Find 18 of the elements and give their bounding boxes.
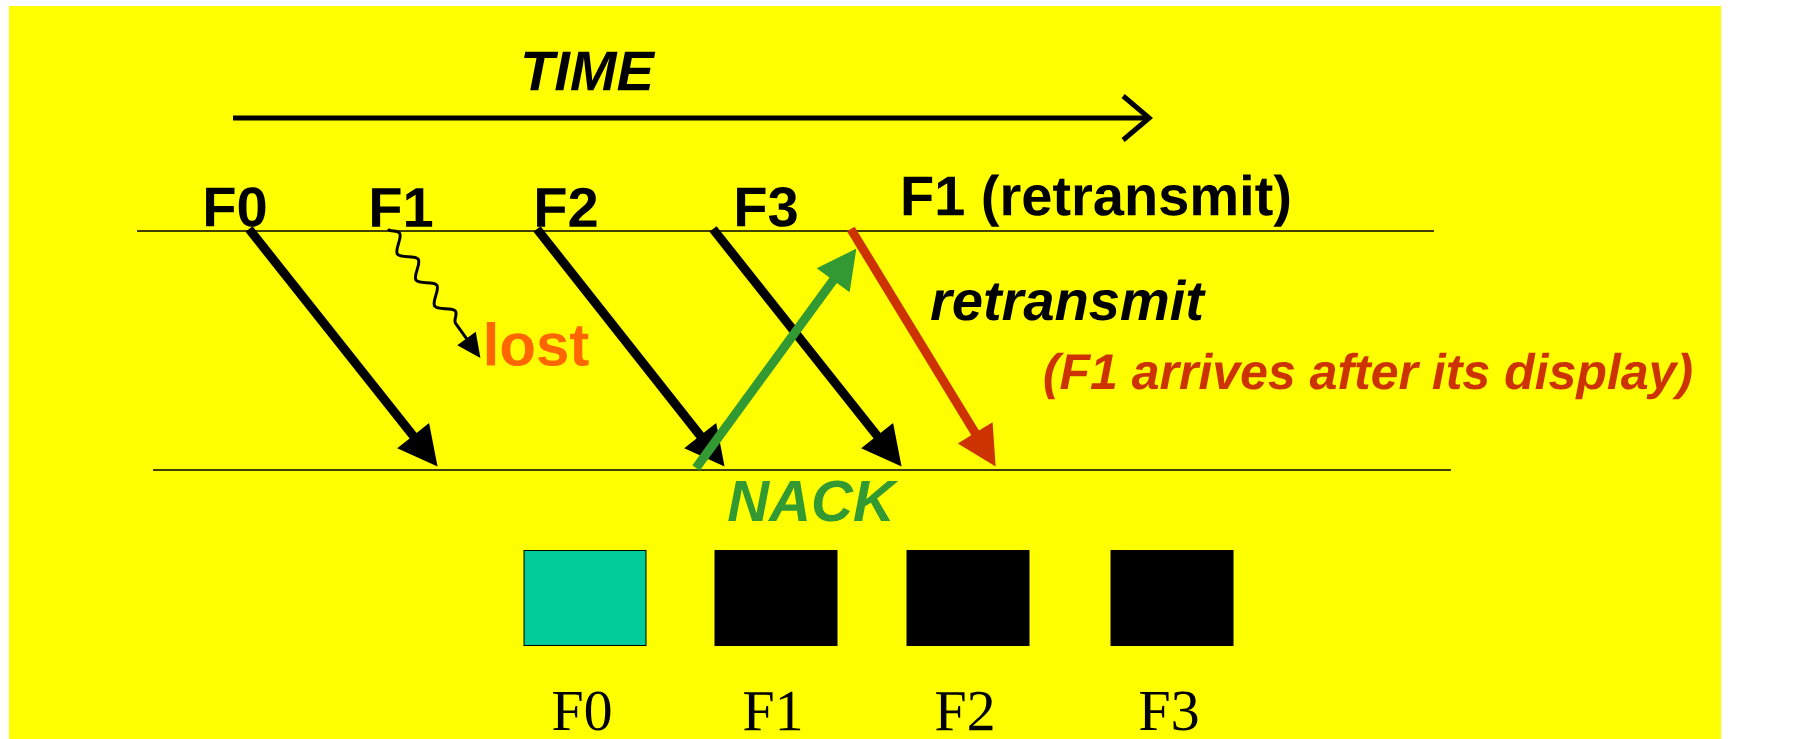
edge-label: NACK xyxy=(725,478,899,524)
frame-box xyxy=(523,550,647,646)
frame-label: F3 xyxy=(737,187,797,227)
status-label: lost xyxy=(486,322,589,367)
frame-label: F0 xyxy=(206,187,266,227)
frame-box xyxy=(1110,550,1234,646)
axis-title: TIME xyxy=(524,51,656,91)
frame-label: F1 xyxy=(372,188,433,227)
box-caption: F0 xyxy=(553,691,611,731)
box-caption: F1 xyxy=(744,691,801,731)
annotation-text: (F1 arrives after its display) xyxy=(1044,352,1692,400)
box-caption: F2 xyxy=(936,691,993,731)
frame-box xyxy=(906,550,1030,646)
box-caption: F3 xyxy=(1140,691,1198,731)
annotation-text: retransmit xyxy=(931,279,1206,321)
frame-label: F1 (retransmit) xyxy=(903,174,1290,227)
frame-box xyxy=(714,550,838,646)
frame-label: F2 xyxy=(537,187,597,227)
